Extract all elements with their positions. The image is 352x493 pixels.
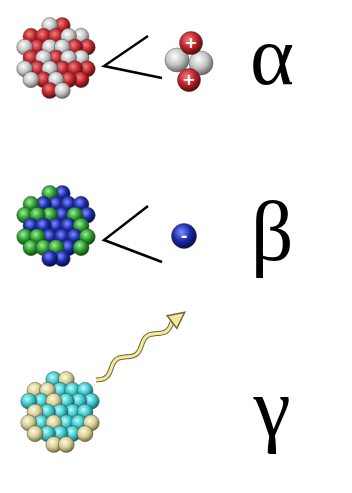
radiation-symbol: β [251, 190, 294, 274]
gamma-ray-arrow [96, 312, 185, 380]
charge-sign: + [182, 72, 195, 88]
proton: + [179, 31, 203, 55]
proton: + [177, 68, 201, 92]
electron: - [171, 223, 197, 249]
radiation-symbol: γ [253, 366, 290, 450]
wave-outline [96, 322, 172, 380]
nucleus [17, 18, 100, 453]
nucleon [77, 426, 93, 442]
emission-angle [104, 36, 162, 262]
nucleon [27, 426, 43, 442]
arrow-head [167, 312, 185, 328]
radiation-symbol: α [250, 14, 294, 98]
nucleon [58, 436, 74, 452]
wave-body [96, 322, 172, 380]
nucleon [23, 72, 39, 88]
particle-circle [178, 69, 201, 92]
nucleus-cluster [21, 372, 100, 453]
nucleon [42, 250, 58, 266]
particle-circle [180, 32, 203, 55]
nucleon [54, 82, 70, 98]
nucleus-cluster [17, 186, 96, 267]
nucleus-cluster [17, 18, 96, 99]
particle-circle [172, 224, 197, 249]
nucleon [73, 240, 89, 256]
charge-sign: - [181, 228, 188, 244]
charge-sign: + [184, 35, 197, 51]
